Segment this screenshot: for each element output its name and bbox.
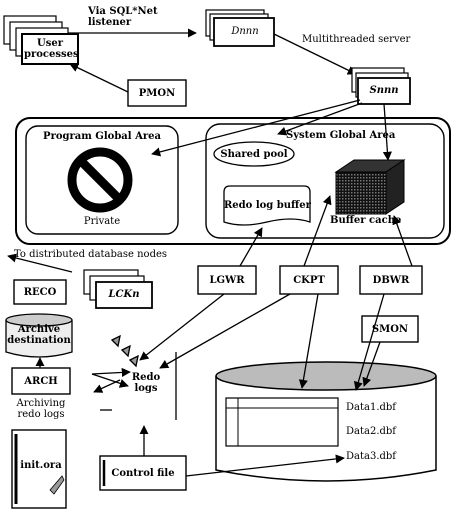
pmon-label: PMON (138, 88, 176, 99)
dbwr-box (359, 265, 423, 295)
dbwr-label: DBWR (372, 275, 410, 286)
arrow-dbwr-to-db (353, 293, 385, 391)
data2-label: Data2.dbf (346, 426, 397, 437)
multithreaded-label: Multithreaded server (302, 34, 411, 45)
database-cylinder (215, 361, 437, 482)
arrow-redo-in-1 (91, 367, 131, 377)
arrow-control-to-data3 (185, 454, 345, 477)
snnn-stack (351, 67, 411, 105)
arrow-lgwr-to-redo (239, 227, 263, 267)
arrow-dnnn-to-snnn (273, 33, 357, 75)
redo-logs-group (100, 334, 177, 420)
user-processes-stack (3, 15, 79, 65)
arch-label: ARCH (24, 376, 58, 387)
archiving-label: Archiving redo logs (16, 398, 66, 420)
prohibited-icon (67, 147, 133, 213)
redo-logs-label: Redo logs (131, 372, 161, 394)
ckpt-label: CKPT (293, 275, 325, 286)
redo-log-buffer-shape (223, 185, 311, 226)
arrow-snnn-to-cache (382, 103, 392, 161)
arrow-pmon-to-user (69, 63, 129, 93)
init-ora-doc (11, 429, 67, 509)
reco-label: RECO (23, 287, 57, 298)
arrow-distributed (7, 253, 73, 273)
init-ora-label: init.ora (20, 460, 62, 471)
arrow-snnn-to-pga (151, 99, 361, 157)
buffer-cache-cube (334, 159, 406, 215)
lckn-stack (83, 269, 153, 309)
lckn-label: LCKn (108, 289, 140, 300)
sga-title: System Global Area (286, 130, 396, 141)
arrow-redo-in-2 (91, 373, 129, 388)
buffer-cache-label: Buffer cache (330, 215, 402, 226)
arrow-redo-out (93, 379, 121, 393)
redo-log-buffer-label: Redo log buffer (224, 200, 311, 211)
private-label: Private (83, 216, 121, 227)
shared-pool-label: Shared pool (220, 149, 288, 160)
arrow-ckpt-to-cache (303, 195, 332, 267)
arrow-ckpt-to-db (298, 293, 319, 389)
arrow-ckpt-to-redologs (159, 293, 291, 369)
lgwr-box (197, 265, 257, 295)
smon-label: SMON (371, 324, 409, 335)
control-file-box (99, 455, 187, 491)
shared-pool-ellipse (213, 141, 295, 167)
snnn-label: Snnn (369, 85, 399, 96)
control-file-label: Control file (111, 468, 175, 479)
archive-destination-label: Archive destination (7, 324, 71, 346)
arrow-smon-to-db (362, 341, 381, 387)
dnnn-label: Dnnn (231, 26, 259, 37)
arch-box (11, 367, 71, 395)
reco-box (13, 279, 67, 305)
arrow-snnn-to-sga (277, 102, 363, 136)
dnnn-stack (205, 9, 275, 47)
via-sqlnet-label: Via SQL*Net listener (88, 6, 158, 28)
pmon-box (127, 79, 187, 107)
data1-label: Data1.dbf (346, 402, 397, 413)
distributed-label: To distributed database nodes (14, 249, 168, 260)
arrow-lgwr-to-redologs (139, 293, 225, 361)
user-processes-label: User processes (24, 38, 79, 60)
ckpt-box (279, 265, 339, 295)
data3-label: Data3.dbf (346, 451, 397, 462)
pga-title: Program Global Area (43, 131, 161, 142)
lgwr-label: LGWR (209, 275, 245, 286)
arrow-dbwr-to-cache (392, 215, 413, 267)
archive-destination-cylinder (5, 313, 73, 358)
